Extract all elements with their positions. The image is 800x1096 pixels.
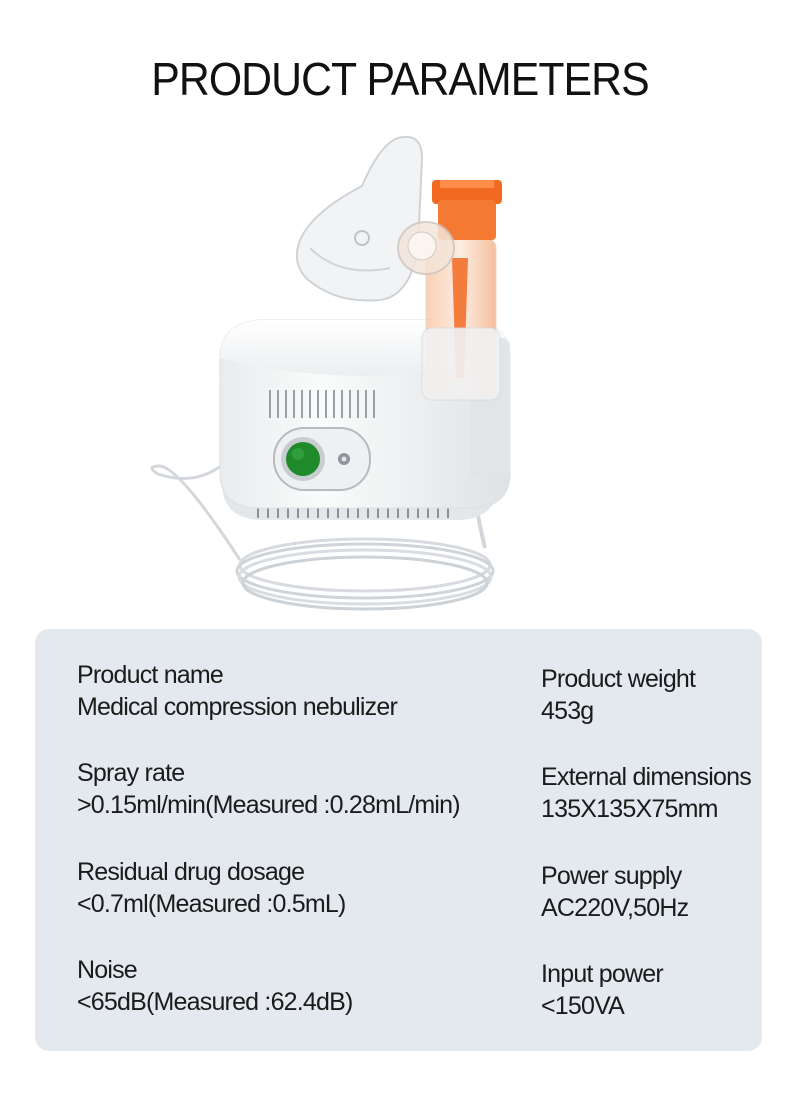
spec-value: <150VA [541, 992, 625, 1020]
spec-product-name: Product name Medical compression nebuliz… [77, 659, 398, 723]
spec-product-weight: Product weight 453g [541, 663, 696, 727]
nebulizer-illustration-icon [150, 136, 511, 611]
spec-value: >0.15ml/min(Measured :0.28mL/min) [77, 791, 461, 819]
spec-value: Medical compression nebulizer [77, 693, 398, 721]
spec-label: Input power [541, 960, 664, 988]
spec-label: Product weight [541, 665, 696, 693]
spec-residual-drug-dosage: Residual drug dosage <0.7ml(Measured :0.… [77, 856, 346, 920]
spec-spray-rate: Spray rate >0.15ml/min(Measured :0.28mL/… [77, 757, 461, 821]
spec-noise: Noise <65dB(Measured :62.4dB) [77, 954, 353, 1018]
spec-label: Product name [77, 661, 224, 689]
spec-value: <65dB(Measured :62.4dB) [77, 988, 353, 1016]
spec-external-dimensions: External dimensions 135X135X75mm [541, 761, 752, 825]
spec-label: Power supply [541, 862, 682, 890]
spec-value: 135X135X75mm [541, 795, 718, 823]
spec-value: AC220V,50Hz [541, 894, 689, 922]
spec-power-supply: Power supply AC220V,50Hz [541, 860, 689, 924]
spec-input-power: Input power <150VA [541, 958, 664, 1022]
spec-panel: Product name Medical compression nebuliz… [35, 629, 762, 1051]
page-title: PRODUCT PARAMETERS [151, 53, 649, 105]
spec-label: Noise [77, 956, 138, 984]
spec-label: Residual drug dosage [77, 858, 305, 886]
spec-label: Spray rate [77, 759, 185, 787]
spec-value: <0.7ml(Measured :0.5mL) [77, 890, 346, 918]
spec-value: 453g [541, 697, 594, 725]
spec-label: External dimensions [541, 763, 752, 791]
